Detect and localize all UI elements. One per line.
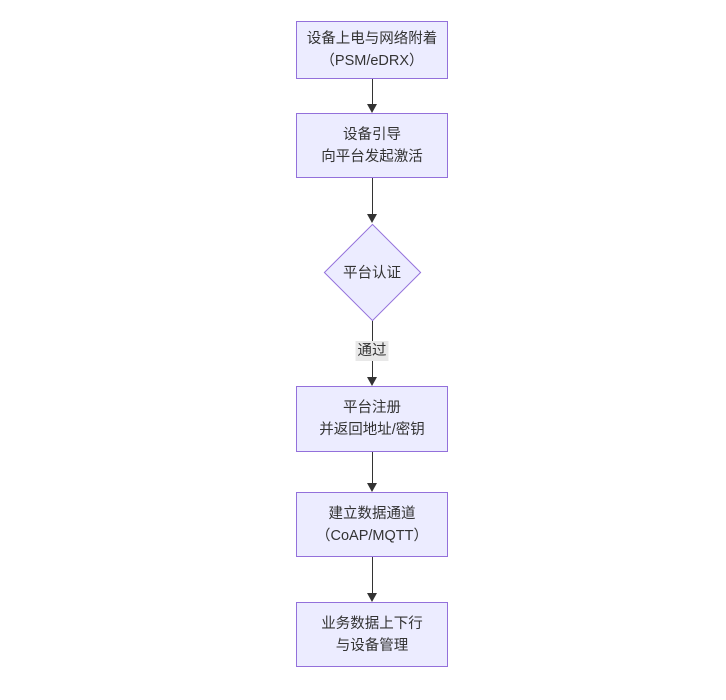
- edge-label-pass: 通过: [355, 341, 389, 361]
- decision-label: 平台认证: [343, 265, 401, 282]
- node-text-line: 平台注册: [343, 400, 401, 416]
- node-text-line: 设备引导: [343, 126, 401, 143]
- node-text-line: （CoAP/MQTT）: [316, 527, 428, 544]
- node-text-line: （PSM/eDRX）: [320, 53, 424, 69]
- node-text-line: 设备上电与网络附着: [306, 31, 438, 47]
- node-text-line: 并返回地址/密钥: [319, 422, 425, 438]
- node-device-bootstrap: 设备引导 向平台发起激活: [296, 113, 448, 178]
- arrowhead-icon: [367, 377, 377, 386]
- arrowhead-icon: [367, 214, 377, 223]
- node-device-power-attach: 设备上电与网络附着 （PSM/eDRX）: [296, 21, 448, 79]
- edge-line: [371, 557, 373, 594]
- node-text-line: 向平台发起激活: [321, 148, 423, 165]
- node-data-channel: 建立数据通道 （CoAP/MQTT）: [296, 492, 448, 557]
- arrowhead-icon: [367, 104, 377, 113]
- node-text-line: 建立数据通道: [328, 505, 416, 522]
- arrowhead-icon: [367, 593, 377, 602]
- node-text-line: 业务数据上下行: [321, 615, 423, 632]
- node-text-line: 与设备管理: [335, 637, 409, 654]
- node-business-data-mgmt: 业务数据上下行 与设备管理: [296, 602, 448, 667]
- edge-line: [371, 178, 373, 215]
- node-platform-register: 平台注册 并返回地址/密钥: [296, 386, 448, 452]
- edge-line: [371, 452, 373, 484]
- edge-line: [371, 79, 373, 105]
- arrowhead-icon: [367, 483, 377, 492]
